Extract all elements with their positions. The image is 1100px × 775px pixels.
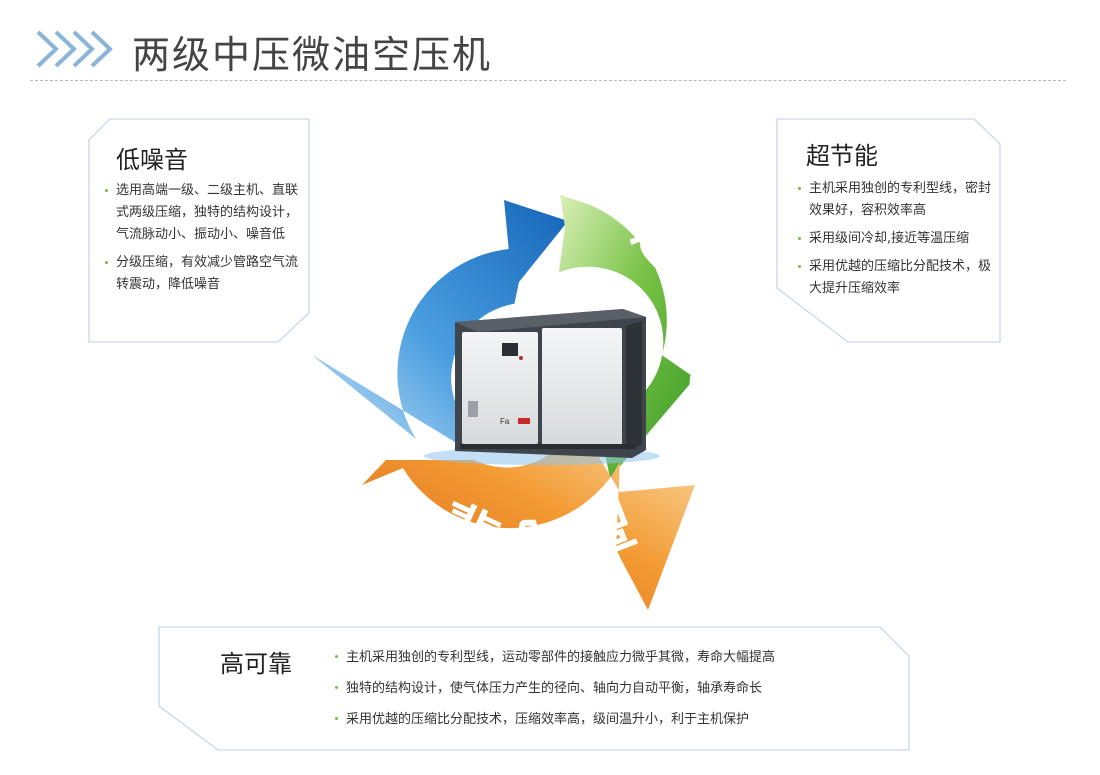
low-noise-bullets: 选用高端一级、二级主机、直联式两级压缩，独特的结构设计，气流脉动小、振动小、噪音… <box>104 180 302 302</box>
energy-saving-card <box>776 118 1001 343</box>
title-divider <box>30 80 1066 81</box>
reliable-bullet-1: 主机采用独创的专利型线，运动零部件的接触应力微乎其微，寿命大幅提高 <box>334 646 894 669</box>
low-noise-card-title: 低噪音 <box>116 146 188 174</box>
low-noise-bullet-1: 选用高端一级、二级主机、直联式两级压缩，独特的结构设计，气流脉动小、振动小、噪音… <box>104 180 302 246</box>
energy-saving-bullets: 主机采用独创的专利型线，密封效果好，容积效率高 采用级间冷却,接近等温压缩 采用… <box>797 178 993 306</box>
reliable-card-title: 高可靠 <box>220 650 292 678</box>
reliable-card <box>158 626 910 751</box>
low-noise-card <box>88 118 310 343</box>
feature-cycle-diagram: 低噪音 超节能 高可靠 Fa <box>312 163 741 610</box>
reliable-bullet-3: 采用优越的压缩比分配技术，压缩效率高，级间温升小，利于主机保护 <box>334 708 894 731</box>
energy-saving-arrow <box>558 195 695 478</box>
reliable-bullets: 主机采用独创的专利型线，运动零部件的接触应力微乎其微，寿命大幅提高 独特的结构设… <box>334 646 894 739</box>
low-noise-arrow <box>312 200 568 450</box>
energy-saving-bullet-1: 主机采用独创的专利型线，密封效果好，容积效率高 <box>797 178 993 222</box>
energy-saving-bullet-2: 采用级间冷却,接近等温压缩 <box>797 228 993 250</box>
low-noise-bullet-2: 分级压缩，有效减少管路空气流转震动，降低噪音 <box>104 252 302 296</box>
energy-saving-bullet-3: 采用优越的压缩比分配技术，极大提升压缩效率 <box>797 256 993 300</box>
reliable-arrow <box>362 420 695 610</box>
air-compressor-image: Fa <box>424 309 660 465</box>
page-title: 两级中压微油空压机 <box>132 33 493 77</box>
chevrons-icon <box>36 30 113 68</box>
machine-brand-badge: Fa <box>500 417 510 426</box>
energy-saving-card-title: 超节能 <box>806 142 878 170</box>
reliable-bullet-2: 独特的结构设计，使气体压力产生的径向、轴向力自动平衡，轴承寿命长 <box>334 677 894 700</box>
